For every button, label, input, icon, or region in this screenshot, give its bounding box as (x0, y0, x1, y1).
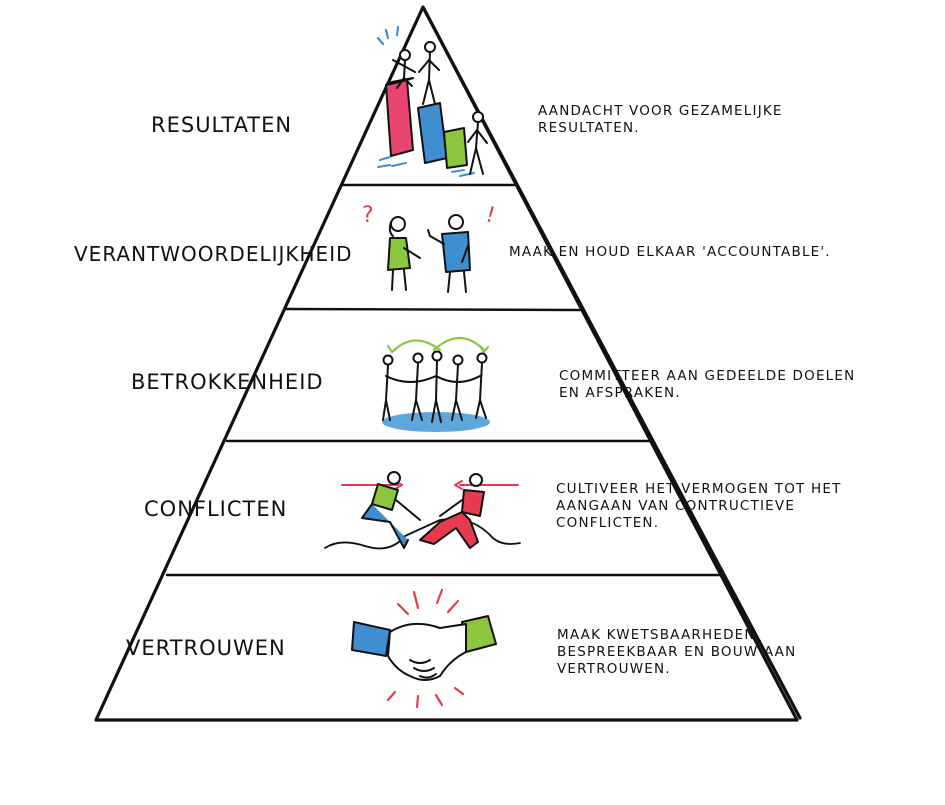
description-line: RESULTATEN. (538, 120, 640, 136)
divider-2 (284, 307, 582, 312)
level-description-conflicten: CULTIVEER HET VERMOGEN TOT HET AANGAAN V… (556, 481, 842, 532)
description-line: MAAK EN HOUD ELKAAR 'ACCOUNTABLE'. (509, 244, 831, 260)
pyramid-outline (94, 5, 802, 722)
level-description-verantwoordelijkheid: MAAK EN HOUD ELKAAR 'ACCOUNTABLE'. (509, 244, 831, 261)
level-label-verantwoordelijkheid: VERANTWOORDELIJKHEID (74, 242, 353, 266)
exclamation-mark-icon: ! (483, 202, 498, 228)
description-line: COMMITTEER AAN GEDEELDE DOELEN (559, 368, 856, 384)
description-line: CULTIVEER HET VERMOGEN TOT HET (556, 481, 842, 497)
description-line: VERTROUWEN. (557, 661, 671, 677)
level-description-betrokkenheid: COMMITTEER AAN GEDEELDE DOELEN EN AFSPRA… (559, 368, 855, 402)
people-on-podium-icon (376, 25, 488, 177)
level-description-resultaten: AANDACHT VOOR GEZAMELIJKE RESULTATEN. (538, 103, 783, 137)
description-line: BESPREEKBAAR EN BOUW AAN (557, 644, 797, 660)
level-label-vertrouwen: VERTROUWEN (126, 636, 286, 660)
tug-of-war-icon (324, 471, 521, 550)
group-circle-icon (382, 336, 490, 432)
level-label-betrokkenheid: BETROKKENHEID (131, 370, 324, 394)
description-line: AANGAAN VAN CONTRUCTIEVE (556, 498, 796, 514)
level-description-vertrouwen: MAAK KWETSBAARHEDEN BESPREEKBAAR EN BOUW… (557, 627, 796, 678)
description-line: AANDACHT VOOR GEZAMELIJKE (538, 103, 783, 119)
tier-dividers (165, 183, 723, 577)
description-line: MAAK KWETSBAARHEDEN (557, 627, 756, 643)
question-mark-icon: ? (362, 203, 374, 228)
description-line: CONFLICTEN. (556, 515, 660, 531)
handshake-icon (351, 588, 497, 709)
two-people-discussing-icon: ? ! (362, 202, 498, 293)
level-label-resultaten: RESULTATEN (151, 113, 293, 137)
level-label-conflicten: CONFLICTEN (144, 497, 288, 521)
description-line: EN AFSPRAKEN. (559, 385, 681, 401)
